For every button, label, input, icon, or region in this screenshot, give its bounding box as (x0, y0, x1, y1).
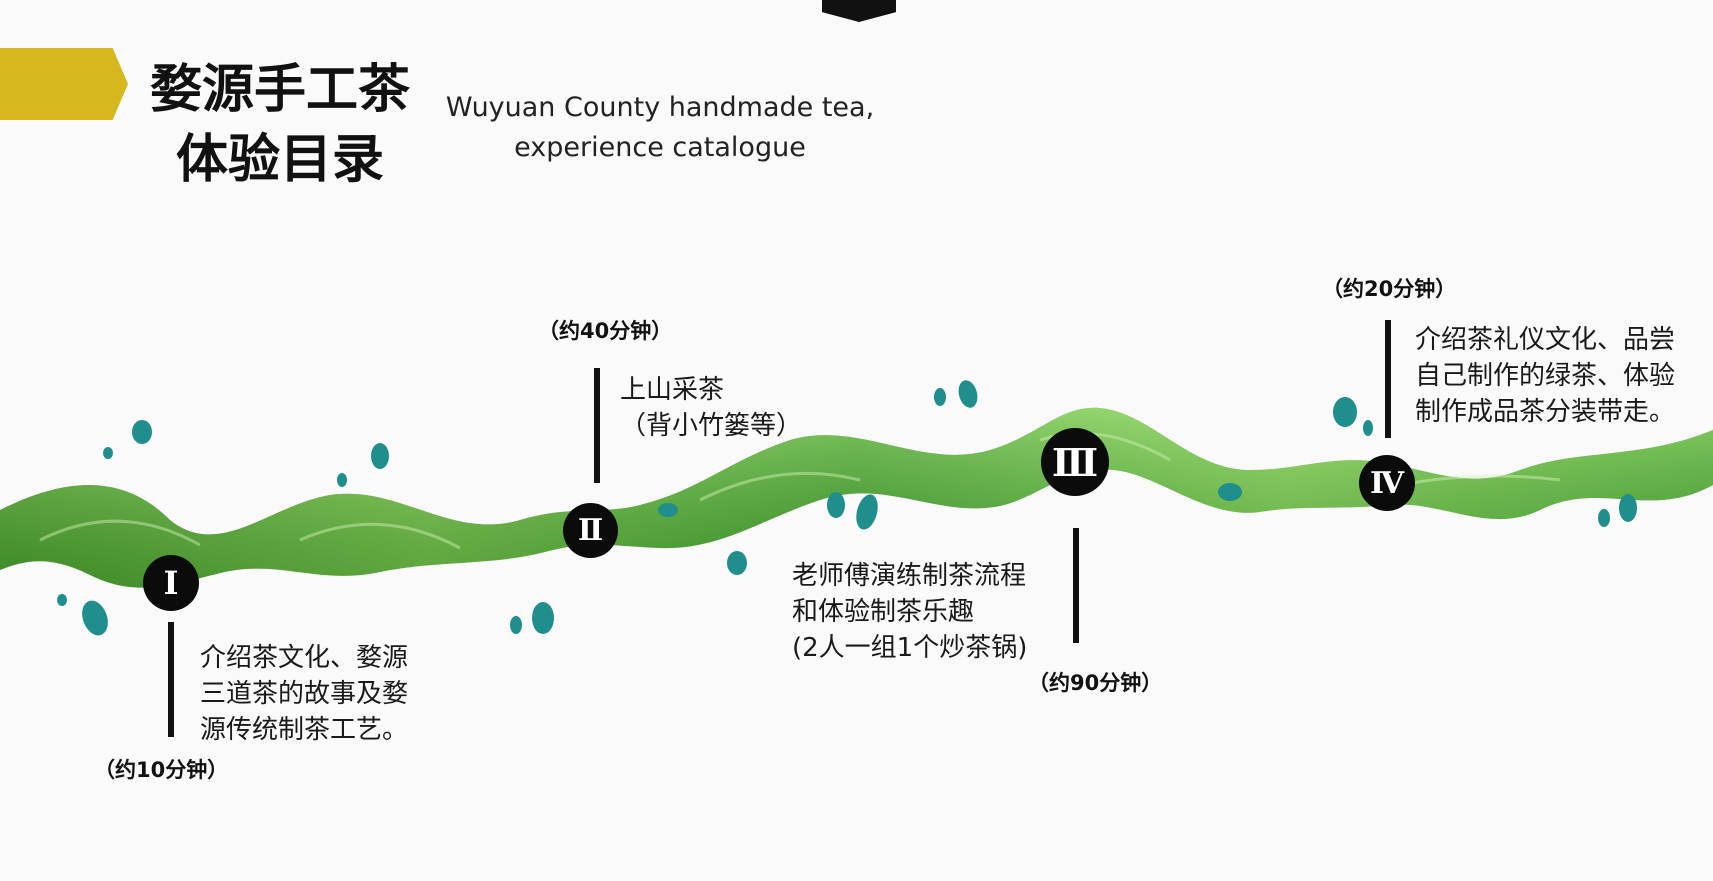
step-2-line-2: （背小竹篓等） (620, 411, 803, 441)
title-line-1: 婺源手工茶 (149, 60, 410, 120)
teal-drops (57, 380, 1637, 636)
step-2-duration: （约40分钟） (538, 319, 673, 343)
subtitle-line-2: experience catalogue (514, 132, 806, 163)
step-4-line-1: 介绍茶礼仪文化、品尝 (1415, 325, 1676, 355)
step-4-line-3: 制作成品茶分装带走。 (1415, 397, 1676, 427)
step-1-line-3: 源传统制茶工艺。 (200, 715, 409, 745)
step-1-numeral: Ⅰ (163, 564, 179, 602)
step-3-duration: （约90分钟） (1028, 671, 1163, 695)
wave-band-shade (0, 407, 1713, 588)
step-3-numeral: Ⅲ (1051, 439, 1099, 485)
step-1-duration: （约10分钟） (94, 758, 229, 782)
step-3-line-1: 老师傅演练制茶流程 (792, 561, 1027, 591)
step-4-line-2: 自己制作的绿茶、体验 (1415, 361, 1676, 391)
step-2-numeral: Ⅱ (577, 513, 604, 548)
step-2-marker: Ⅱ (563, 503, 618, 558)
step-4-description: 介绍茶礼仪文化、品尝 自己制作的绿茶、体验 制作成品茶分装带走。 (1415, 322, 1675, 430)
step-2-description: 上山采茶 （背小竹篓等） (620, 372, 802, 444)
step-3-line (1073, 528, 1079, 643)
step-1-line-2: 三道茶的故事及婺 (200, 679, 409, 709)
step-3-line-3: (2人一组1个炒茶锅) (792, 633, 1028, 663)
step-3-line-2: 和体验制茶乐趣 (792, 597, 975, 627)
step-1-line (168, 622, 174, 737)
step-1-line-1: 介绍茶文化、婺源 (200, 643, 409, 673)
step-4-marker: Ⅳ (1359, 455, 1415, 511)
step-2-line-1: 上山采茶 (620, 375, 725, 405)
step-2-line (594, 368, 600, 483)
subtitle-line-1: Wuyuan County handmade tea, (445, 92, 875, 123)
page-subtitle: Wuyuan County handmade tea, experience c… (430, 88, 890, 168)
step-3-description: 老师傅演练制茶流程 和体验制茶乐趣 (2人一组1个炒茶锅) (792, 558, 1027, 666)
accent-arrow (0, 48, 128, 120)
step-4-duration: （约20分钟） (1322, 277, 1457, 301)
step-4-line (1385, 320, 1391, 438)
page-title: 婺源手工茶 体验目录 (135, 55, 425, 195)
step-1-description: 介绍茶文化、婺源 三道茶的故事及婺 源传统制茶工艺。 (200, 640, 408, 748)
step-4-numeral: Ⅳ (1369, 465, 1405, 501)
title-line-2: 体验目录 (175, 130, 384, 190)
top-tab-decoration (822, 0, 896, 22)
step-1-marker: Ⅰ (143, 555, 199, 611)
step-3-marker: Ⅲ (1041, 428, 1109, 496)
